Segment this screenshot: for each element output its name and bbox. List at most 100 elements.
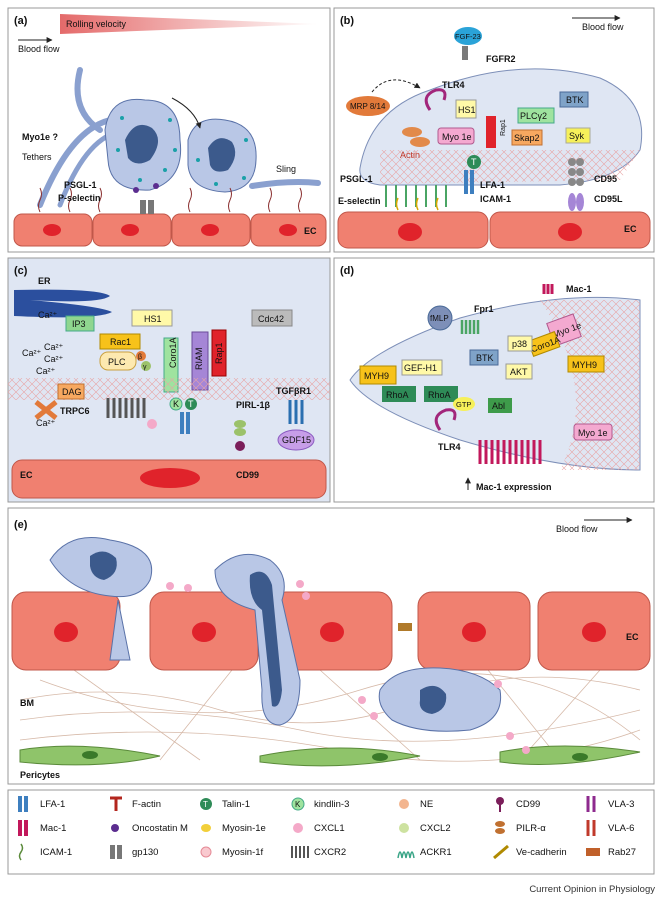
myo1e-label-d2: Myo 1e: [578, 428, 608, 438]
mac1-label-d: Mac-1: [566, 284, 592, 294]
abl-label: Abl: [492, 401, 505, 411]
actin-blob: [402, 127, 422, 137]
hs1-label-c: HS1: [144, 314, 162, 324]
factin-icon: [110, 796, 122, 811]
syk-box: [565, 127, 591, 144]
panel-c-letter: (c): [14, 265, 28, 277]
mac1-expression-label: Mac-1 expression: [476, 482, 552, 492]
tethers-label: Tethers: [22, 152, 52, 162]
myo1e-label-b: Myo 1e: [442, 132, 472, 142]
legend-label: F-actin: [132, 799, 161, 810]
legend-label: Myosin-1f: [222, 847, 264, 858]
actin-blob: [410, 137, 430, 147]
beta-label: β: [138, 354, 142, 361]
actin-label-b: Actin: [400, 150, 420, 160]
rolling-velocity-label: Rolling velocity: [66, 19, 127, 29]
tgfbr1-label: TGFβR1: [276, 386, 311, 396]
legend-label: Talin-1: [222, 799, 250, 810]
pericytes-label: Pericytes: [20, 770, 60, 780]
cdc42-label: Cdc42: [258, 314, 284, 324]
oncostatin-m-a: [133, 187, 139, 193]
vla6-icon: [586, 820, 596, 836]
fpr1-receptor: [460, 320, 480, 334]
mac1-icon: [18, 820, 28, 836]
gtp-badge: [453, 397, 475, 411]
fgfr2-receptor: [462, 46, 468, 60]
fmlp-badge: [427, 305, 453, 331]
fmlp-label: fMLP: [430, 314, 449, 323]
rhoa-box-d1: [382, 386, 416, 402]
ec-label-b: EC: [624, 224, 637, 234]
legend-label: CD99: [516, 799, 540, 810]
fgfr2-label: FGFR2: [486, 54, 516, 64]
rap1-label-b: Rap1: [500, 119, 507, 136]
rhoa-box-d2: [424, 386, 458, 402]
myo1e-box-d2: [573, 423, 613, 441]
icam1-icon: [18, 843, 24, 861]
cd95l-label: CD95L: [594, 194, 623, 204]
plcy2-label: PLCγ2: [520, 111, 547, 121]
legend-label: LFA-1: [40, 799, 65, 810]
akt-box: [505, 363, 533, 380]
panel-e-letter: (e): [14, 519, 28, 531]
tlr4-label-d: TLR4: [438, 442, 461, 452]
pilra-icon: [495, 821, 505, 834]
blood-flow-label-b: Blood flow: [582, 22, 624, 32]
ve-cadherin-junction: [398, 623, 412, 631]
legend-label: VLA-3: [608, 799, 634, 810]
btk-label-b: BTK: [566, 95, 584, 105]
abl-box: [488, 398, 512, 413]
hs1-label-b: HS1: [458, 105, 476, 115]
actin-mesh-c: [8, 378, 330, 400]
svg-text:T: T: [203, 800, 208, 809]
ca-label: Ca²⁺: [22, 348, 42, 358]
cxcl1-icon: [293, 823, 303, 833]
cd95-receptor: [568, 158, 584, 211]
rac1-box: [99, 333, 141, 350]
tether: [37, 117, 113, 208]
legend-label: ICAM-1: [40, 847, 72, 858]
fgf23-badge: [454, 27, 482, 45]
gpcr-c: [106, 398, 146, 418]
cxcr2-icon: [291, 846, 309, 858]
mrp-badge: [346, 96, 390, 116]
plc-gamma: [141, 361, 151, 371]
trpc6-label: TRPC6: [60, 406, 90, 416]
lfa1-label-b: LFA-1: [480, 180, 505, 190]
gdf15-label: GDF15: [282, 435, 311, 445]
rab27-icon: [586, 848, 600, 856]
ec-label-e: EC: [626, 632, 639, 642]
talin-icon: T: [200, 798, 212, 810]
cdc42-box: [251, 309, 293, 327]
ne-icon: [399, 799, 409, 809]
ec-nucleus: [558, 223, 582, 241]
panel-a: (a) Rolling velocity Blood flow EC: [7, 7, 331, 253]
tlr4-receptor-d: [434, 408, 457, 431]
cxcl1-dots-e: [166, 580, 530, 754]
cxcl1-c: [147, 419, 157, 429]
legend-label: CXCL2: [420, 823, 451, 834]
hs1-box-c: [131, 309, 173, 327]
neutrophil-a2: [187, 118, 257, 193]
kindlin-badge-c: [169, 397, 183, 411]
cd95-label: CD95: [594, 174, 617, 184]
legend-label: ACKR1: [420, 847, 452, 858]
syk-label: Syk: [569, 131, 585, 141]
ec-nucleus: [140, 468, 200, 488]
panel-a-letter: (a): [14, 15, 28, 27]
trpc6-channel: [34, 400, 58, 420]
mrp-arrow: [371, 79, 421, 93]
rap1-box-b: [486, 116, 496, 148]
ca-label: Ca²⁺: [44, 342, 64, 352]
actin-mesh-b: [380, 150, 640, 184]
lfa1-receptor-b: [470, 170, 474, 194]
btk-box-d: [469, 349, 499, 366]
ec-nucleus: [398, 223, 422, 241]
dag-box: [57, 383, 85, 400]
dag-label: DAG: [62, 387, 82, 397]
rac1-label: Rac1: [110, 337, 131, 347]
lfa1-receptor-b: [464, 170, 468, 194]
legend-label: VLA-6: [608, 823, 634, 834]
osm-icon: [111, 824, 119, 832]
